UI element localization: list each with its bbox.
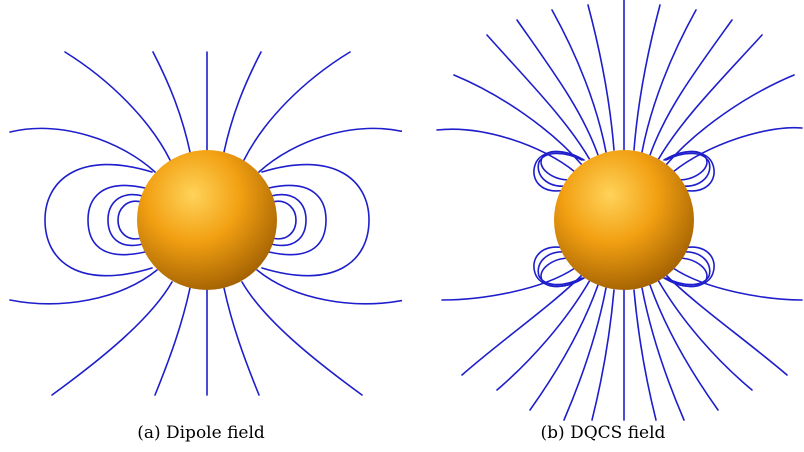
- field-line: [107, 193, 144, 247]
- field-line: [496, 279, 591, 391]
- field-line: [223, 287, 260, 396]
- field-line: [486, 34, 591, 161]
- field-line: [516, 19, 599, 156]
- field-line: [261, 163, 370, 277]
- field-line: [649, 284, 719, 411]
- field-line: [441, 267, 576, 301]
- field-line: [633, 4, 661, 151]
- field-line: [665, 251, 711, 286]
- field-line: [665, 274, 788, 376]
- field-line: [657, 34, 763, 161]
- field-line: [533, 151, 581, 192]
- field-line: [672, 267, 803, 301]
- field-line: [152, 51, 191, 153]
- field-line: [436, 128, 576, 173]
- field-line: [117, 200, 143, 240]
- dqcs-field-lines: [436, 0, 803, 421]
- dipole-field-lines: [9, 51, 402, 396]
- field-line: [258, 127, 402, 173]
- field-line: [9, 127, 156, 173]
- field-line: [667, 246, 715, 287]
- field-line: [241, 281, 363, 396]
- field-line: [587, 4, 615, 151]
- field-line: [633, 289, 657, 421]
- field-line: [529, 284, 599, 411]
- field-line: [551, 9, 607, 153]
- field-line: [51, 281, 173, 396]
- field-line: [537, 251, 583, 286]
- field-line: [641, 9, 697, 153]
- field-line: [271, 200, 297, 240]
- field-line: [641, 287, 685, 421]
- field-line: [453, 74, 583, 166]
- field-line: [154, 287, 191, 396]
- field-line: [649, 19, 733, 156]
- panel-caption: (a) Dipole field: [137, 423, 265, 443]
- star-sphere: [554, 150, 694, 290]
- panel-dqcs: (b) DQCS field: [402, 0, 804, 452]
- field-line: [243, 51, 351, 161]
- field-line: [672, 126, 803, 173]
- field-line: [657, 279, 753, 391]
- panel-caption: (b) DQCS field: [540, 423, 666, 443]
- field-line: [9, 269, 158, 305]
- field-line: [533, 246, 581, 287]
- star-sphere: [137, 150, 277, 290]
- field-line: [563, 287, 607, 421]
- field-line: [665, 74, 795, 166]
- field-line: [591, 289, 615, 421]
- field-line: [270, 193, 307, 247]
- field-line: [64, 51, 171, 161]
- field-line: [44, 163, 153, 277]
- dqcs-field-diagram: [436, 0, 803, 421]
- field-line: [223, 51, 262, 153]
- field-line: [461, 274, 583, 376]
- field-line: [665, 152, 711, 187]
- panel-dipole: (a) Dipole field: [9, 51, 402, 443]
- field-line: [667, 151, 715, 192]
- field-line: [268, 184, 327, 256]
- field-line: [256, 269, 402, 305]
- field-line: [87, 184, 146, 256]
- field-line: [537, 152, 583, 187]
- dipole-field-diagram: [9, 51, 402, 396]
